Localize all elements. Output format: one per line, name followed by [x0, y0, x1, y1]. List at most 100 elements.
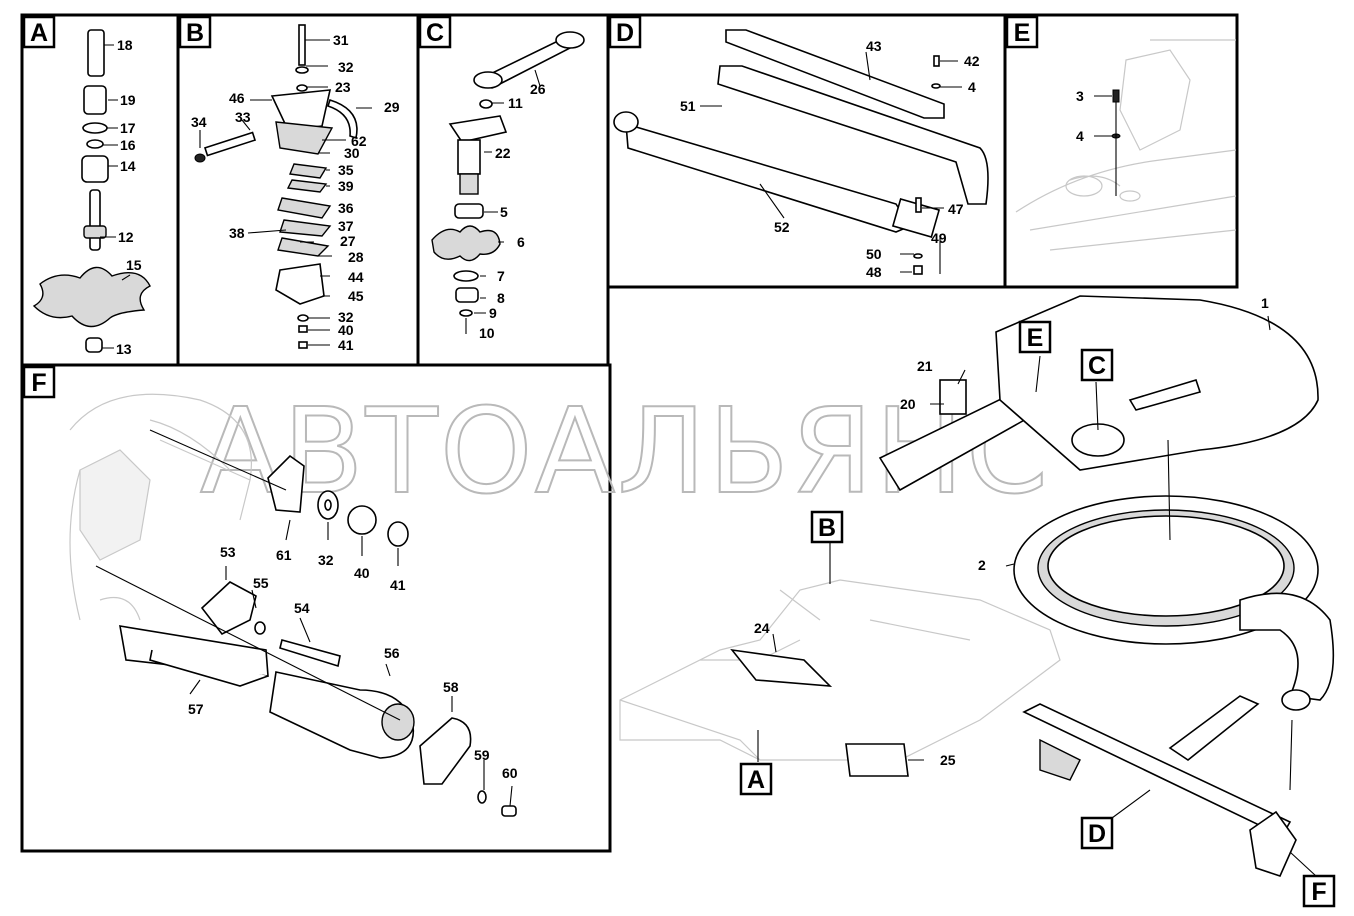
part-number: 61	[276, 547, 292, 563]
part-number: 32	[338, 309, 354, 325]
part-number: 20	[900, 396, 916, 412]
svg-text:A: A	[747, 766, 765, 794]
part-number: 5	[500, 204, 508, 220]
callout-e: E	[1018, 320, 1052, 354]
panel-f-badge: F	[22, 365, 56, 399]
part-number: 46	[229, 90, 245, 106]
panel-f-frame	[20, 363, 612, 853]
part-number: 27	[340, 233, 356, 249]
part-number: 8	[497, 290, 505, 306]
part-number: 57	[188, 701, 204, 717]
svg-text:B: B	[818, 514, 836, 542]
part-number: 37	[338, 218, 354, 234]
part-number: 30	[344, 145, 360, 161]
panel-e-frame	[1003, 13, 1239, 289]
part-number: 10	[479, 325, 495, 341]
panel-e-badge: E	[1005, 15, 1039, 49]
part-number: 40	[338, 322, 354, 338]
svg-text:C: C	[1088, 352, 1106, 380]
part-number: 13	[116, 341, 132, 357]
panel-b-frame	[176, 13, 420, 367]
part-number: 4	[968, 79, 976, 95]
callout-b: B	[810, 510, 844, 544]
part-number: 14	[120, 158, 136, 174]
part-number: 45	[348, 288, 364, 304]
part-number: 34	[191, 114, 207, 130]
overview-drawing	[619, 295, 1335, 877]
part-number: 49	[931, 230, 947, 246]
part-number: 12	[118, 229, 134, 245]
part-number: 50	[866, 246, 882, 262]
part-number: 28	[348, 249, 364, 265]
part-number: 1	[1261, 295, 1269, 311]
part-number: 31	[333, 32, 349, 48]
svg-text:C: C	[426, 19, 444, 47]
part-number: 23	[335, 79, 351, 95]
callout-a: A	[739, 762, 773, 796]
callout-d: D	[1080, 816, 1114, 850]
part-number: 11	[508, 95, 523, 111]
part-number: 44	[348, 269, 364, 285]
part-number: 55	[253, 575, 269, 591]
part-number: 48	[866, 264, 882, 280]
svg-text:E: E	[1027, 324, 1044, 352]
part-number: 36	[338, 200, 354, 216]
panel-d-badge: D	[608, 15, 642, 49]
svg-text:D: D	[1088, 820, 1106, 848]
part-number: 24	[754, 620, 770, 636]
part-number: 9	[489, 305, 497, 321]
part-number: 17	[120, 120, 136, 136]
part-number: 32	[318, 552, 334, 568]
part-number: 62	[351, 133, 367, 149]
panel-b-drawing	[194, 24, 372, 349]
part-number: 51	[680, 98, 696, 114]
part-number: 29	[384, 99, 400, 115]
callout-c: C	[1080, 348, 1114, 382]
panel-b-badge: B	[178, 15, 212, 49]
part-number: 40	[354, 565, 370, 581]
part-number: 3	[1076, 88, 1084, 104]
part-number: 18	[117, 37, 133, 53]
svg-text:F: F	[31, 369, 46, 397]
part-number: 42	[964, 53, 980, 69]
part-number: 59	[474, 747, 490, 763]
part-number: 2	[978, 557, 986, 573]
part-number: 43	[866, 38, 882, 54]
svg-text:E: E	[1014, 19, 1031, 47]
panel-a-drawing	[32, 29, 151, 353]
part-number: 56	[384, 645, 400, 661]
part-number: 16	[120, 137, 136, 153]
part-number: 60	[502, 765, 518, 781]
part-number: 15	[126, 257, 142, 273]
svg-text:A: A	[30, 19, 48, 47]
part-number: 26	[530, 81, 546, 97]
part-number: 4	[1076, 128, 1084, 144]
callout-f: F	[1302, 874, 1336, 908]
part-number: 58	[443, 679, 459, 695]
part-number: 54	[294, 600, 310, 616]
part-number: 33	[235, 109, 251, 125]
svg-text:D: D	[616, 19, 634, 47]
part-number: 19	[120, 92, 136, 108]
part-number: 6	[517, 234, 525, 250]
part-number: 38	[229, 225, 245, 241]
svg-text:F: F	[1311, 878, 1326, 906]
panel-d-drawing	[613, 29, 989, 275]
part-number: 32	[338, 59, 354, 75]
part-number: 7	[497, 268, 505, 284]
panel-e-drawing	[1015, 39, 1237, 251]
part-number: 35	[338, 162, 354, 178]
part-number: 47	[948, 201, 964, 217]
panel-c-badge: C	[418, 15, 452, 49]
part-number: 41	[390, 577, 406, 593]
svg-text:B: B	[186, 19, 204, 47]
part-number: 39	[338, 178, 354, 194]
part-number: 41	[338, 337, 354, 353]
part-number: 21	[917, 358, 933, 374]
panel-c-drawing	[431, 31, 585, 334]
panel-f-drawing	[69, 393, 517, 817]
part-number: 52	[774, 219, 790, 235]
panel-a-badge: A	[22, 15, 56, 49]
part-number: 22	[495, 145, 511, 161]
